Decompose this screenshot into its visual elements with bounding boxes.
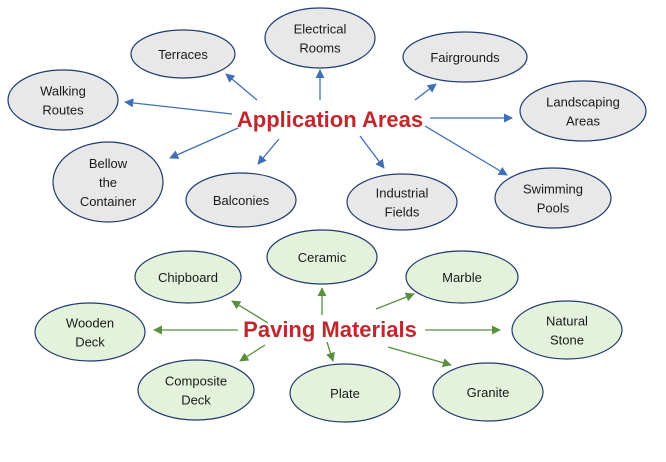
application-ellipse-walking-routes <box>7 69 119 131</box>
application-node-terraces: Terraces <box>130 29 236 79</box>
application-label-electrical-rooms: Electrical <box>294 22 347 37</box>
application-arrow-bellow-the-container <box>169 127 239 159</box>
application-label-landscaping-areas: Landscaping <box>546 95 620 110</box>
application-label-swimming-pools: Pools <box>537 201 570 216</box>
paving-arrow-marble <box>375 292 415 310</box>
paving-label-composite-deck: Deck <box>181 393 211 408</box>
application-node-balconies: Balconies <box>185 172 297 228</box>
application-arrow-fairgrounds <box>414 83 437 101</box>
paving-arrow-granite <box>387 346 452 368</box>
paving-label-marble: Marble <box>442 270 482 285</box>
paving-ellipse-natural-stone <box>511 300 623 360</box>
paving-ellipse-wooden-deck <box>34 302 146 362</box>
paving-ellipse-ceramic <box>266 229 378 285</box>
application-areas-hub: Application Areas <box>237 107 423 132</box>
application-nodes: Terraces ElectricalRoomsFairgroundsWalkin… <box>7 7 647 231</box>
paving-ellipse-composite-deck <box>137 359 255 421</box>
paving-label-granite: Granite <box>467 385 510 400</box>
application-label-walking-routes: Routes <box>42 103 84 118</box>
paving-ellipse-granite <box>432 362 544 422</box>
application-label-industrial-fields: Industrial <box>376 186 429 201</box>
paving-node-plate: Plate <box>289 363 401 423</box>
application-label-industrial-fields: Fields <box>385 205 420 220</box>
paving-materials-hub: Paving Materials <box>243 317 417 342</box>
paving-label-natural-stone: Natural <box>546 314 588 329</box>
paving-label-wooden-deck: Wooden <box>66 316 114 331</box>
paving-label-natural-stone: Stone <box>550 333 584 348</box>
paving-label-ceramic: Ceramic <box>298 250 347 265</box>
application-arrow-industrial-fields <box>359 135 385 169</box>
paving-arrow-composite-deck <box>239 344 266 362</box>
application-arrow-walking-routes <box>124 98 233 115</box>
paving-node-marble: Marble <box>405 250 519 304</box>
paving-node-granite: Granite <box>432 362 544 422</box>
application-label-bellow-the-container: Bellow <box>89 156 128 171</box>
application-label-fairgrounds: Fairgrounds <box>430 50 500 65</box>
application-label-bellow-the-container: Container <box>80 194 137 209</box>
application-ellipse-balconies <box>185 172 297 228</box>
paving-ellipse-chipboard <box>134 250 242 304</box>
application-ellipse-industrial-fields <box>346 173 458 231</box>
application-ellipse-electrical-rooms <box>264 7 376 69</box>
application-node-fairgrounds: Fairgrounds <box>402 31 528 83</box>
application-arrow-balconies <box>257 138 280 165</box>
application-label-walking-routes: Walking <box>40 84 86 99</box>
application-ellipse-terraces <box>130 29 236 79</box>
paving-ellipse-plate <box>289 363 401 423</box>
application-label-bellow-the-container: the <box>99 175 117 190</box>
paving-ellipse-marble <box>405 250 519 304</box>
application-label-landscaping-areas: Areas <box>566 114 600 129</box>
paving-node-ceramic: Ceramic <box>266 229 378 285</box>
application-arrow-terraces <box>225 73 258 101</box>
paving-arrow-plate <box>326 341 335 362</box>
application-ellipse-bellow-the-container <box>52 141 164 223</box>
paving-label-composite-deck: Composite <box>165 374 227 389</box>
application-label-terraces: Terraces <box>158 47 208 62</box>
application-arrow-swimming-pools <box>424 125 508 176</box>
paving-label-plate: Plate <box>330 386 360 401</box>
application-arrows <box>124 69 513 176</box>
paving-arrows <box>153 287 501 368</box>
application-label-balconies: Balconies <box>213 193 270 208</box>
application-ellipse-swimming-pools <box>494 167 612 229</box>
paving-label-wooden-deck: Deck <box>75 335 105 350</box>
application-label-electrical-rooms: Rooms <box>299 41 341 56</box>
application-label-swimming-pools: Swimming <box>523 182 583 197</box>
application-ellipse-fairgrounds <box>402 31 528 83</box>
application-ellipse-landscaping-areas <box>519 80 647 142</box>
paving-label-chipboard: Chipboard <box>158 270 218 285</box>
paving-arrow-chipboard <box>231 300 269 324</box>
paving-node-chipboard: Chipboard <box>134 250 242 304</box>
